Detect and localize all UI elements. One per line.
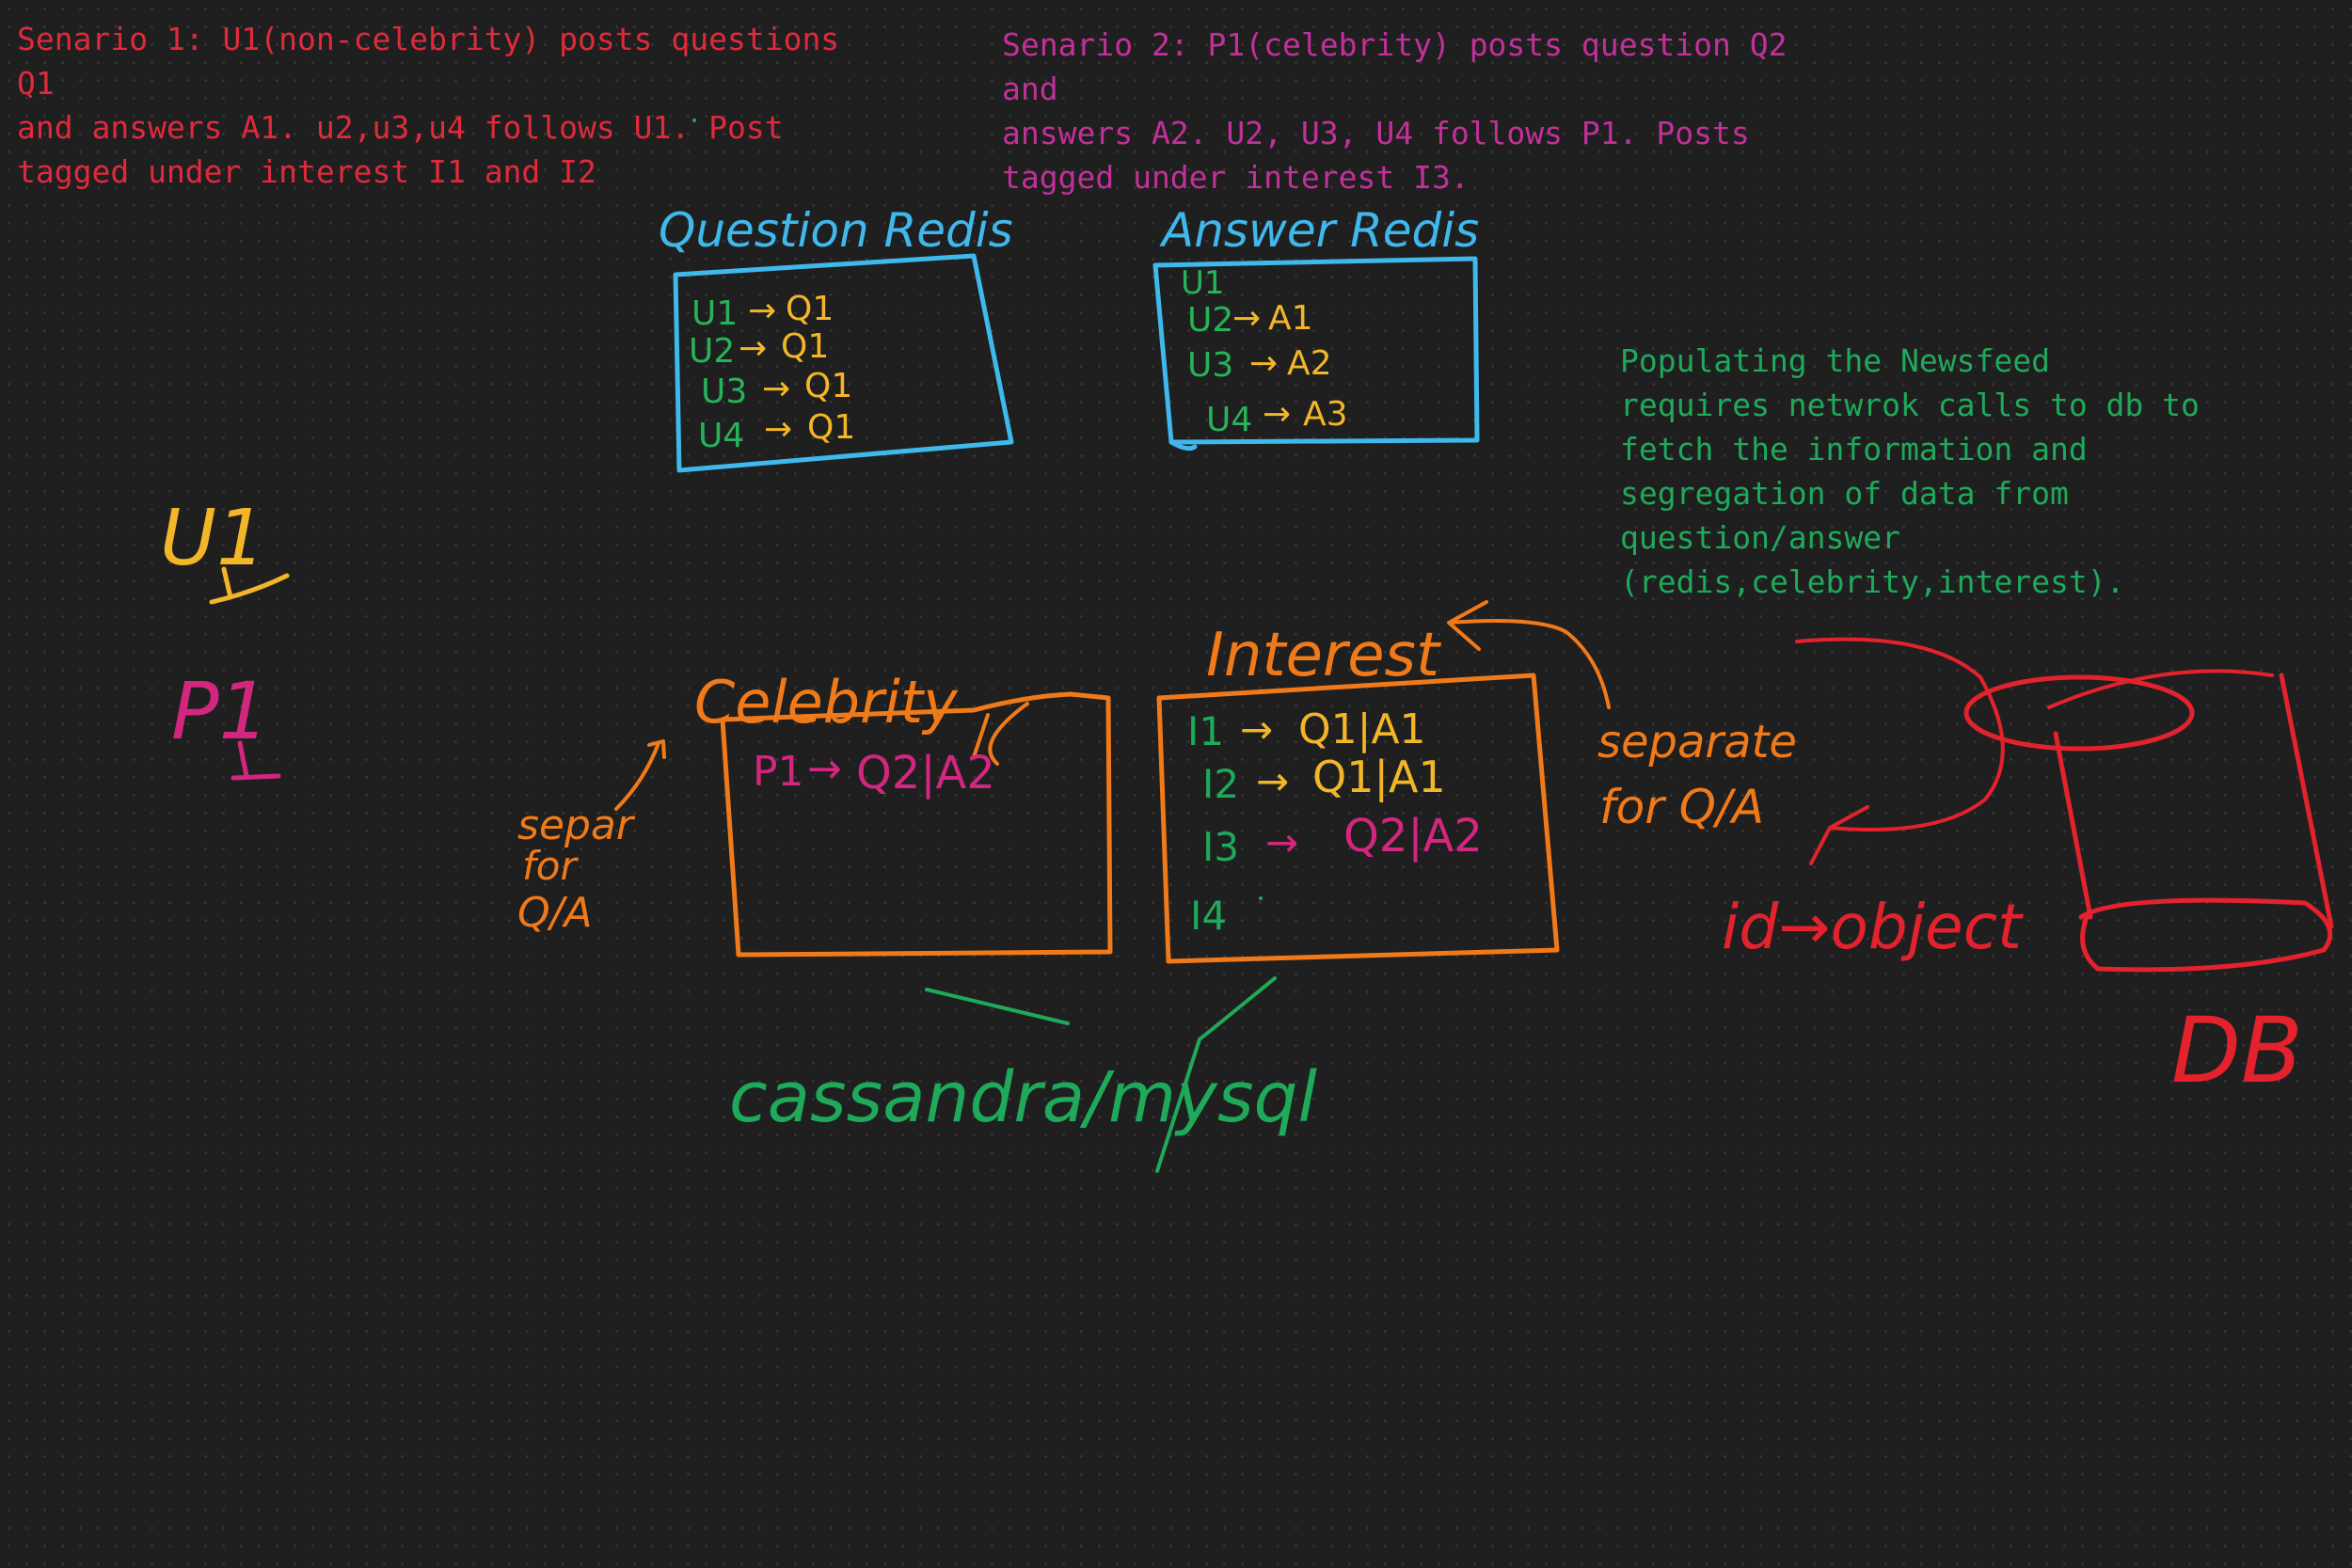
- qr-row-2-key: U2: [689, 332, 735, 371]
- ar-row-2-key: U2: [1187, 301, 1233, 340]
- stray-dot: [1259, 896, 1263, 900]
- cel-row-1-value: Q2|A2: [856, 747, 995, 800]
- separate-right-arrow: [1447, 600, 1611, 709]
- actor-u1-underline: [209, 566, 290, 605]
- interest-title: Interest: [1206, 621, 1442, 690]
- int-row-3-key: I3: [1202, 824, 1239, 870]
- interest-rows: I1 → Q1|A1 I2 → Q1|A1 I3 → Q2|A2 I4: [1187, 705, 1483, 939]
- qr-row-1-value: Q1: [786, 290, 834, 328]
- question-redis-rows: U1 → Q1 U2 → Q1 U3 → Q1 U4 → Q1: [689, 290, 855, 455]
- scenario-1-note[interactable]: Senario 1: U1(non-celebrity) posts quest…: [17, 21, 840, 190]
- db-label: DB: [2171, 998, 2303, 1103]
- answer-redis-box: [1152, 256, 1480, 451]
- ar-row-4-value: A3: [1303, 395, 1348, 434]
- separate-left-line2: for: [522, 843, 579, 889]
- int-row-3-arrow: →: [1265, 819, 1298, 865]
- actor-u1: U1: [160, 494, 265, 583]
- ar-row-4-key: U4: [1206, 401, 1252, 439]
- question-redis-box: [673, 253, 1014, 473]
- newsfeed-note[interactable]: Populating the Newsfeed requires netwrok…: [1620, 342, 2200, 600]
- ar-row-1-key: U1: [1181, 264, 1225, 302]
- qr-row-4-arrow: →: [764, 410, 792, 449]
- answer-redis-rows: U1 U2 → A1 U3 → A2 U4 → A3: [1181, 264, 1348, 439]
- qr-row-1-arrow: →: [748, 292, 776, 330]
- qr-row-3-arrow: →: [762, 370, 790, 408]
- int-row-2-key: I2: [1202, 761, 1239, 807]
- ar-row-3-arrow: →: [1249, 344, 1278, 383]
- actor-p1-underline: [230, 740, 281, 781]
- ar-row-2-arrow: →: [1232, 299, 1261, 338]
- qr-row-4-value: Q1: [807, 408, 855, 447]
- qr-row-2-arrow: →: [739, 329, 767, 368]
- int-row-1-value: Q1|A1: [1298, 705, 1426, 753]
- ar-row-3-key: U3: [1187, 346, 1233, 385]
- int-row-3-value: Q2|A2: [1343, 810, 1483, 863]
- int-row-2-arrow: →: [1256, 758, 1289, 804]
- separate-left-arrow: [614, 739, 666, 811]
- celebrity-title: Celebrity: [694, 668, 959, 736]
- int-row-1-arrow: →: [1240, 706, 1273, 752]
- storage-label: cassandra/mysql: [729, 1057, 1317, 1138]
- qr-row-3-key: U3: [701, 372, 747, 411]
- ar-row-4-arrow: →: [1263, 395, 1291, 434]
- separate-right-line2: for Q/A: [1599, 780, 1764, 834]
- db-return-arrow: [1795, 637, 2005, 865]
- cel-row-1-key: P1: [753, 748, 804, 796]
- cel-row-1-arrow: →: [807, 745, 842, 793]
- separate-right-line1: separate: [1597, 716, 1797, 768]
- int-row-2-value: Q1|A1: [1312, 752, 1446, 803]
- int-row-4-key: I4: [1190, 893, 1227, 939]
- db-cylinder: [1963, 669, 2334, 973]
- interest-box: [1156, 673, 1560, 964]
- actor-p1: P1: [171, 665, 269, 757]
- qr-row-3-value: Q1: [804, 367, 852, 405]
- qr-row-4-key: U4: [698, 417, 744, 455]
- qr-row-2-value: Q1: [781, 327, 829, 366]
- answer-redis-title: Answer Redis: [1159, 203, 1479, 258]
- stray-dot: [692, 119, 696, 122]
- separate-left-line3: Q/A: [517, 889, 593, 937]
- int-row-1-key: I1: [1187, 708, 1224, 754]
- question-redis-title: Question Redis: [659, 203, 1013, 258]
- id-object-label: id→object: [1722, 891, 2024, 963]
- qr-row-1-key: U1: [691, 294, 738, 333]
- ar-row-3-value: A2: [1287, 344, 1332, 383]
- celebrity-box: [720, 691, 1113, 958]
- ar-row-2-value: A1: [1268, 299, 1313, 338]
- scenario-2-note[interactable]: Senario 2: P1(celebrity) posts question …: [1002, 26, 1788, 196]
- celebrity-rows: P1 → Q2|A2: [753, 745, 995, 800]
